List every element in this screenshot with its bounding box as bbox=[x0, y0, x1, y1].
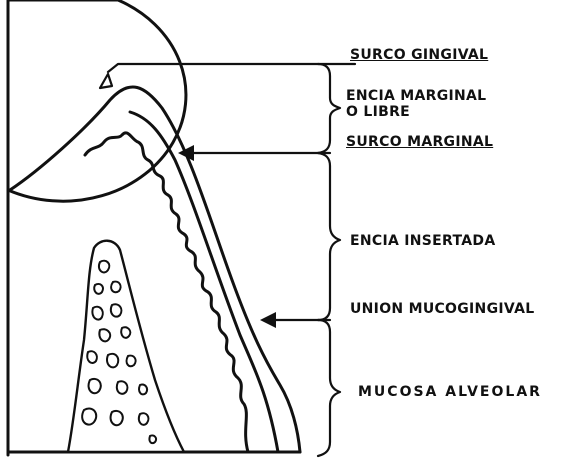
brace-mucosa-alveolar bbox=[318, 320, 340, 456]
sulcus-tip bbox=[100, 74, 112, 88]
label-surco-marginal: SURCO MARGINAL bbox=[346, 134, 493, 150]
label-encia-marginal-line1: ENCIA MARGINAL bbox=[346, 88, 486, 104]
arrowhead-union-mucogingival bbox=[260, 312, 276, 328]
label-surco-gingival: SURCO GINGIVAL bbox=[350, 47, 488, 63]
label-mucosa-alveolar: MUCOSA ALVEOLAR bbox=[358, 384, 542, 400]
arrowhead-surco-marginal bbox=[178, 145, 194, 161]
brace-encia-insertada bbox=[318, 153, 340, 320]
brace-encia-marginal bbox=[318, 64, 340, 153]
label-encia-insertada: ENCIA INSERTADA bbox=[350, 233, 495, 249]
label-encia-marginal-line2: O LIBRE bbox=[346, 104, 410, 120]
leader-surco-gingival bbox=[108, 64, 355, 72]
alveolar-bone bbox=[68, 241, 184, 452]
label-union-mucogingival: UNION MUCOGINGIVAL bbox=[350, 301, 534, 317]
